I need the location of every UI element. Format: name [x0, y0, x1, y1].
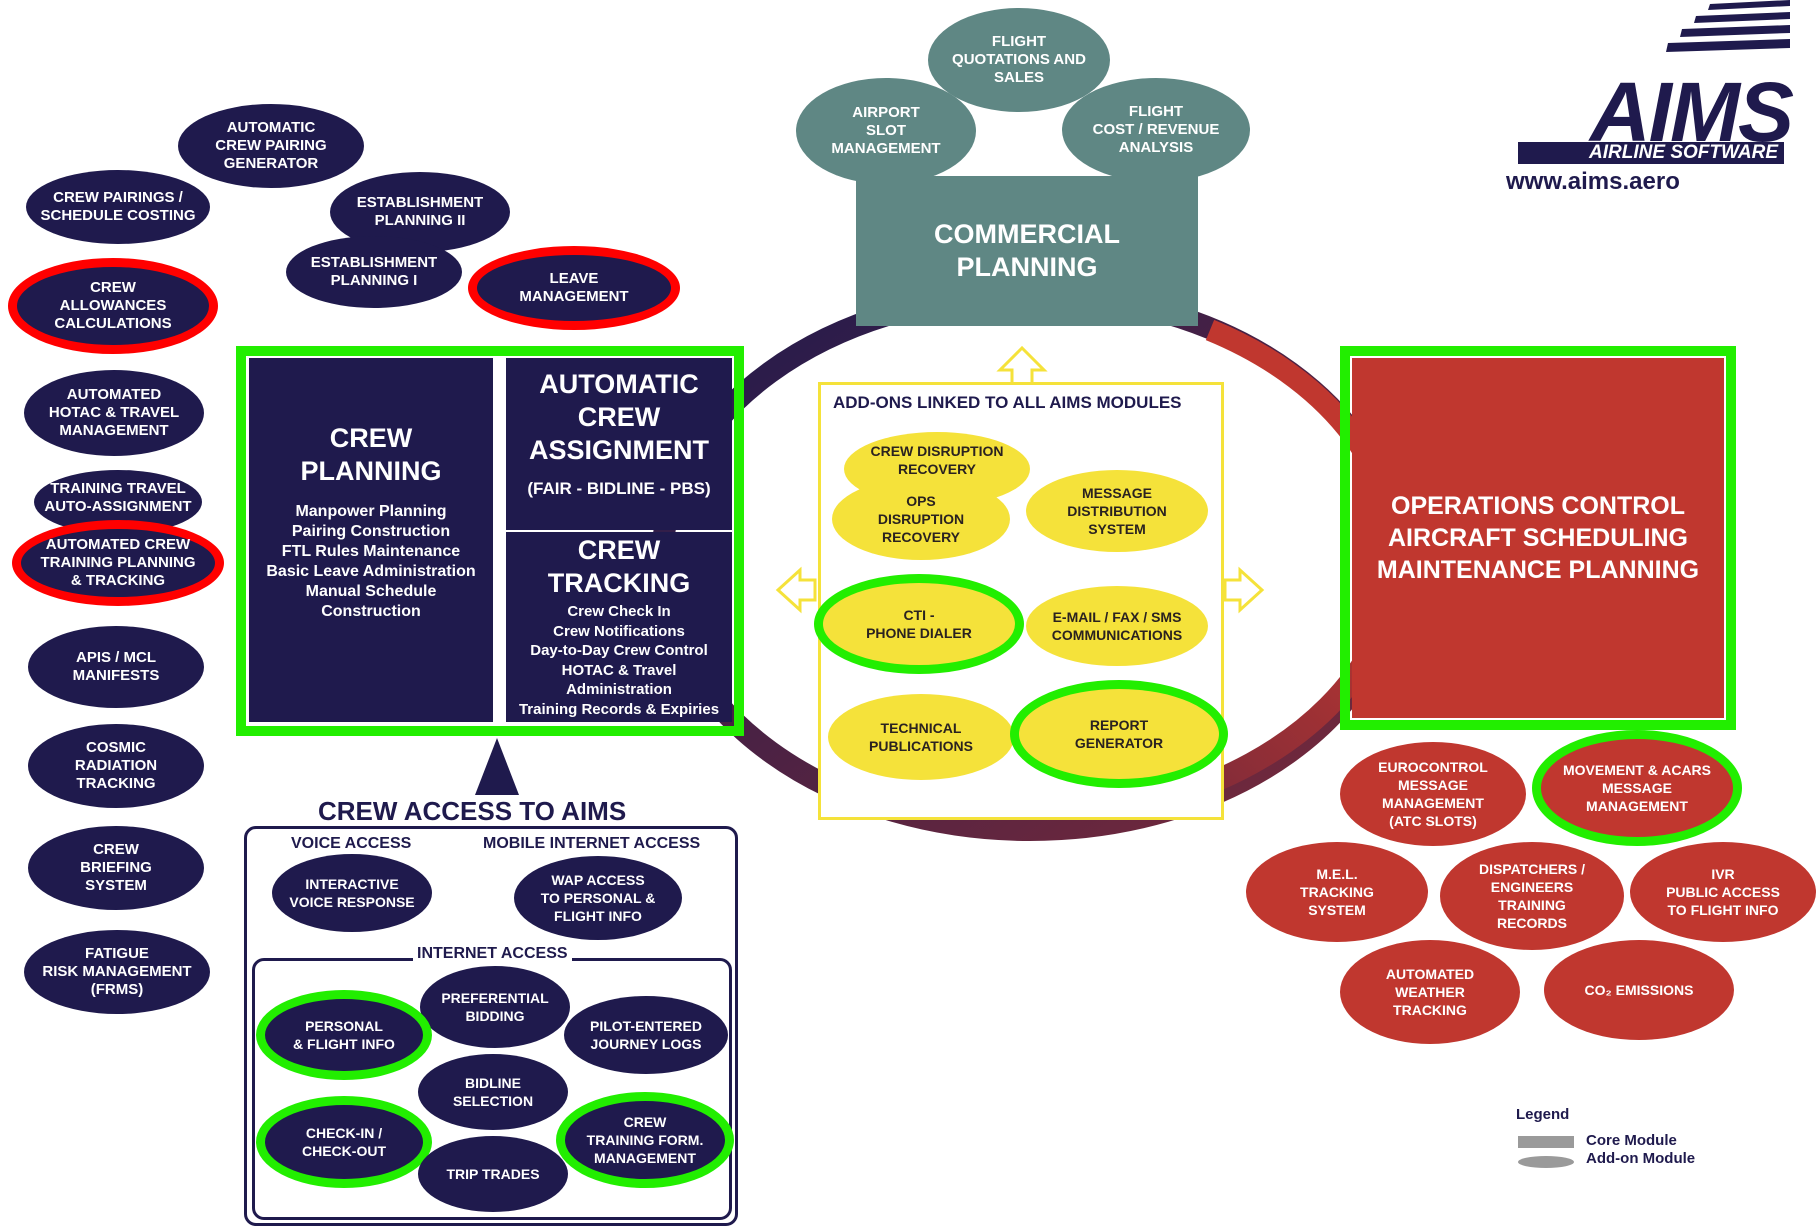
crew-planning-module[interactable]: CREW PLANNING Manpower Planning Pairing … — [249, 358, 493, 722]
addons-heading: ADD-ONS LINKED TO ALL AIMS MODULES — [833, 393, 1182, 412]
legend-core: Core Module — [1586, 1132, 1677, 1149]
crew-training-form-management[interactable]: CREW TRAINING FORM. MANAGEMENT — [556, 1092, 734, 1188]
crew-tracking-module[interactable]: CREW TRACKING Crew Check In Crew Notific… — [506, 532, 732, 722]
technical-publications-addon[interactable]: TECHNICAL PUBLICATIONS — [828, 694, 1014, 780]
automatic-crew-pairing-addon[interactable]: AUTOMATIC CREW PAIRING GENERATOR — [178, 104, 364, 188]
legend: Legend Core Module Add-on Module — [1516, 1104, 1716, 1184]
eurocontrol-addon[interactable]: EUROCONTROL MESSAGE MANAGEMENT (ATC SLOT… — [1340, 742, 1526, 846]
flight-cost-revenue-addon[interactable]: FLIGHT COST / REVENUE ANALYSIS — [1062, 78, 1250, 182]
flight-quotations-addon[interactable]: FLIGHT QUOTATIONS AND SALES — [928, 8, 1110, 112]
crew-core-highlight — [236, 346, 744, 736]
legend-title: Legend — [1516, 1106, 1570, 1123]
crew-planning-body: Manpower Planning Pairing Construction F… — [266, 503, 476, 620]
legend-addon: Add-on Module — [1586, 1150, 1696, 1167]
auto-assignment-title: AUTOMATIC CREW ASSIGNMENT — [528, 369, 709, 465]
bidline-selection[interactable]: BIDLINE SELECTION — [418, 1054, 568, 1130]
airport-slot-management-addon[interactable]: AIRPORT SLOT MANAGEMENT — [796, 78, 976, 184]
ivr-public-access-addon[interactable]: IVR PUBLIC ACCESS TO FLIGHT INFO — [1630, 842, 1816, 942]
crew-tracking-title: CREW TRACKING — [547, 535, 691, 598]
cosmic-radiation-addon[interactable]: COSMIC RADIATION TRACKING — [28, 724, 204, 808]
automated-hotac-addon[interactable]: AUTOMATED HOTAC & TRAVEL MANAGEMENT — [24, 370, 204, 456]
crew-allowances-addon[interactable]: CREW ALLOWANCES CALCULATIONS — [8, 258, 218, 354]
automated-crew-training-addon[interactable]: AUTOMATED CREW TRAINING PLANNING & TRACK… — [12, 520, 224, 606]
internet-access-panel: INTERNET ACCESS — [252, 945, 732, 1220]
crew-access-title: CREW ACCESS TO AIMS — [318, 796, 627, 826]
apis-mcl-manifests-addon[interactable]: APIS / MCL MANIFESTS — [28, 626, 204, 708]
preferential-bidding[interactable]: PREFERENTIAL BIDDING — [420, 966, 570, 1048]
pilot-entered-journey-logs[interactable]: PILOT-ENTERED JOURNEY LOGS — [564, 996, 728, 1074]
logo-stripes-icon — [1666, 0, 1790, 52]
fatigue-risk-addon[interactable]: FATIGUE RISK MANAGEMENT (FRMS) — [24, 930, 210, 1014]
check-in-check-out[interactable]: CHECK-IN / CHECK-OUT — [256, 1096, 432, 1188]
mel-tracking-addon[interactable]: M.E.L. TRACKING SYSTEM — [1246, 842, 1428, 942]
crew-planning-title: CREW PLANNING — [300, 423, 442, 486]
commercial-planning-title: COMMERCIAL PLANNING — [934, 219, 1120, 282]
dispatchers-engineers-addon[interactable]: DISPATCHERS / ENGINEERS TRAINING RECORDS — [1440, 842, 1624, 950]
auto-assignment-sub: (FAIR - BIDLINE - PBS) — [527, 479, 711, 498]
cti-phone-dialer-addon[interactable]: CTI - PHONE DIALER — [814, 574, 1024, 674]
operations-control-module[interactable]: OPERATIONS CONTROL AIRCRAFT SCHEDULING M… — [1352, 358, 1724, 718]
aims-logo: AIMS AIRLINE SOFTWARE www.aims.aero — [1500, 0, 1800, 200]
message-distribution-addon[interactable]: MESSAGE DISTRIBUTION SYSTEM — [1026, 470, 1208, 552]
core-module-swatch — [1518, 1136, 1574, 1148]
crew-pairings-costing-addon[interactable]: CREW PAIRINGS / SCHEDULE COSTING — [26, 170, 210, 244]
internet-access-label: INTERNET ACCESS — [413, 945, 572, 963]
addon-module-swatch — [1518, 1156, 1574, 1168]
co2-emissions-addon[interactable]: CO₂ EMISSIONS — [1544, 940, 1734, 1040]
mobile-access-label: MOBILE INTERNET ACCESS — [483, 835, 701, 852]
trip-trades[interactable]: TRIP TRADES — [418, 1136, 568, 1212]
voice-access-label: VOICE ACCESS — [291, 835, 412, 852]
interactive-voice-response[interactable]: INTERACTIVE VOICE RESPONSE — [272, 854, 432, 932]
commercial-planning-module[interactable]: COMMERCIAL PLANNING — [856, 176, 1198, 326]
logo-url[interactable]: www.aims.aero — [1506, 168, 1680, 195]
report-generator-addon[interactable]: REPORT GENERATOR — [1010, 680, 1228, 788]
crew-tracking-body: Crew Check In Crew Notifications Day-to-… — [518, 603, 720, 718]
crew-briefing-addon[interactable]: CREW BRIEFING SYSTEM — [28, 826, 204, 910]
operations-title: OPERATIONS CONTROL AIRCRAFT SCHEDULING M… — [1376, 492, 1700, 584]
personal-flight-info[interactable]: PERSONAL & FLIGHT INFO — [256, 990, 432, 1080]
logo-brand: AIMS — [1590, 65, 1794, 159]
movement-acars-addon[interactable]: MOVEMENT & ACARS MESSAGE MANAGEMENT — [1532, 730, 1742, 846]
email-fax-sms-addon[interactable]: E-MAIL / FAX / SMS COMMUNICATIONS — [1026, 586, 1208, 666]
wap-access[interactable]: WAP ACCESS TO PERSONAL & FLIGHT INFO — [514, 856, 682, 940]
crew-access-panel: VOICE ACCESS MOBILE INTERNET ACCESS — [244, 826, 738, 1226]
establishment-planning-1-addon[interactable]: ESTABLISHMENT PLANNING I — [286, 236, 462, 308]
ops-disruption-recovery-addon[interactable]: OPS DISRUPTION RECOVERY — [832, 478, 1010, 560]
automated-weather-addon[interactable]: AUTOMATED WEATHER TRACKING — [1340, 940, 1520, 1044]
leave-management-addon[interactable]: LEAVE MANAGEMENT — [468, 246, 680, 330]
logo-tagline: AIRLINE SOFTWARE — [1518, 142, 1784, 164]
operations-highlight — [1340, 346, 1736, 730]
automatic-crew-assignment-module[interactable]: AUTOMATIC CREW ASSIGNMENT (FAIR - BIDLIN… — [506, 358, 732, 530]
